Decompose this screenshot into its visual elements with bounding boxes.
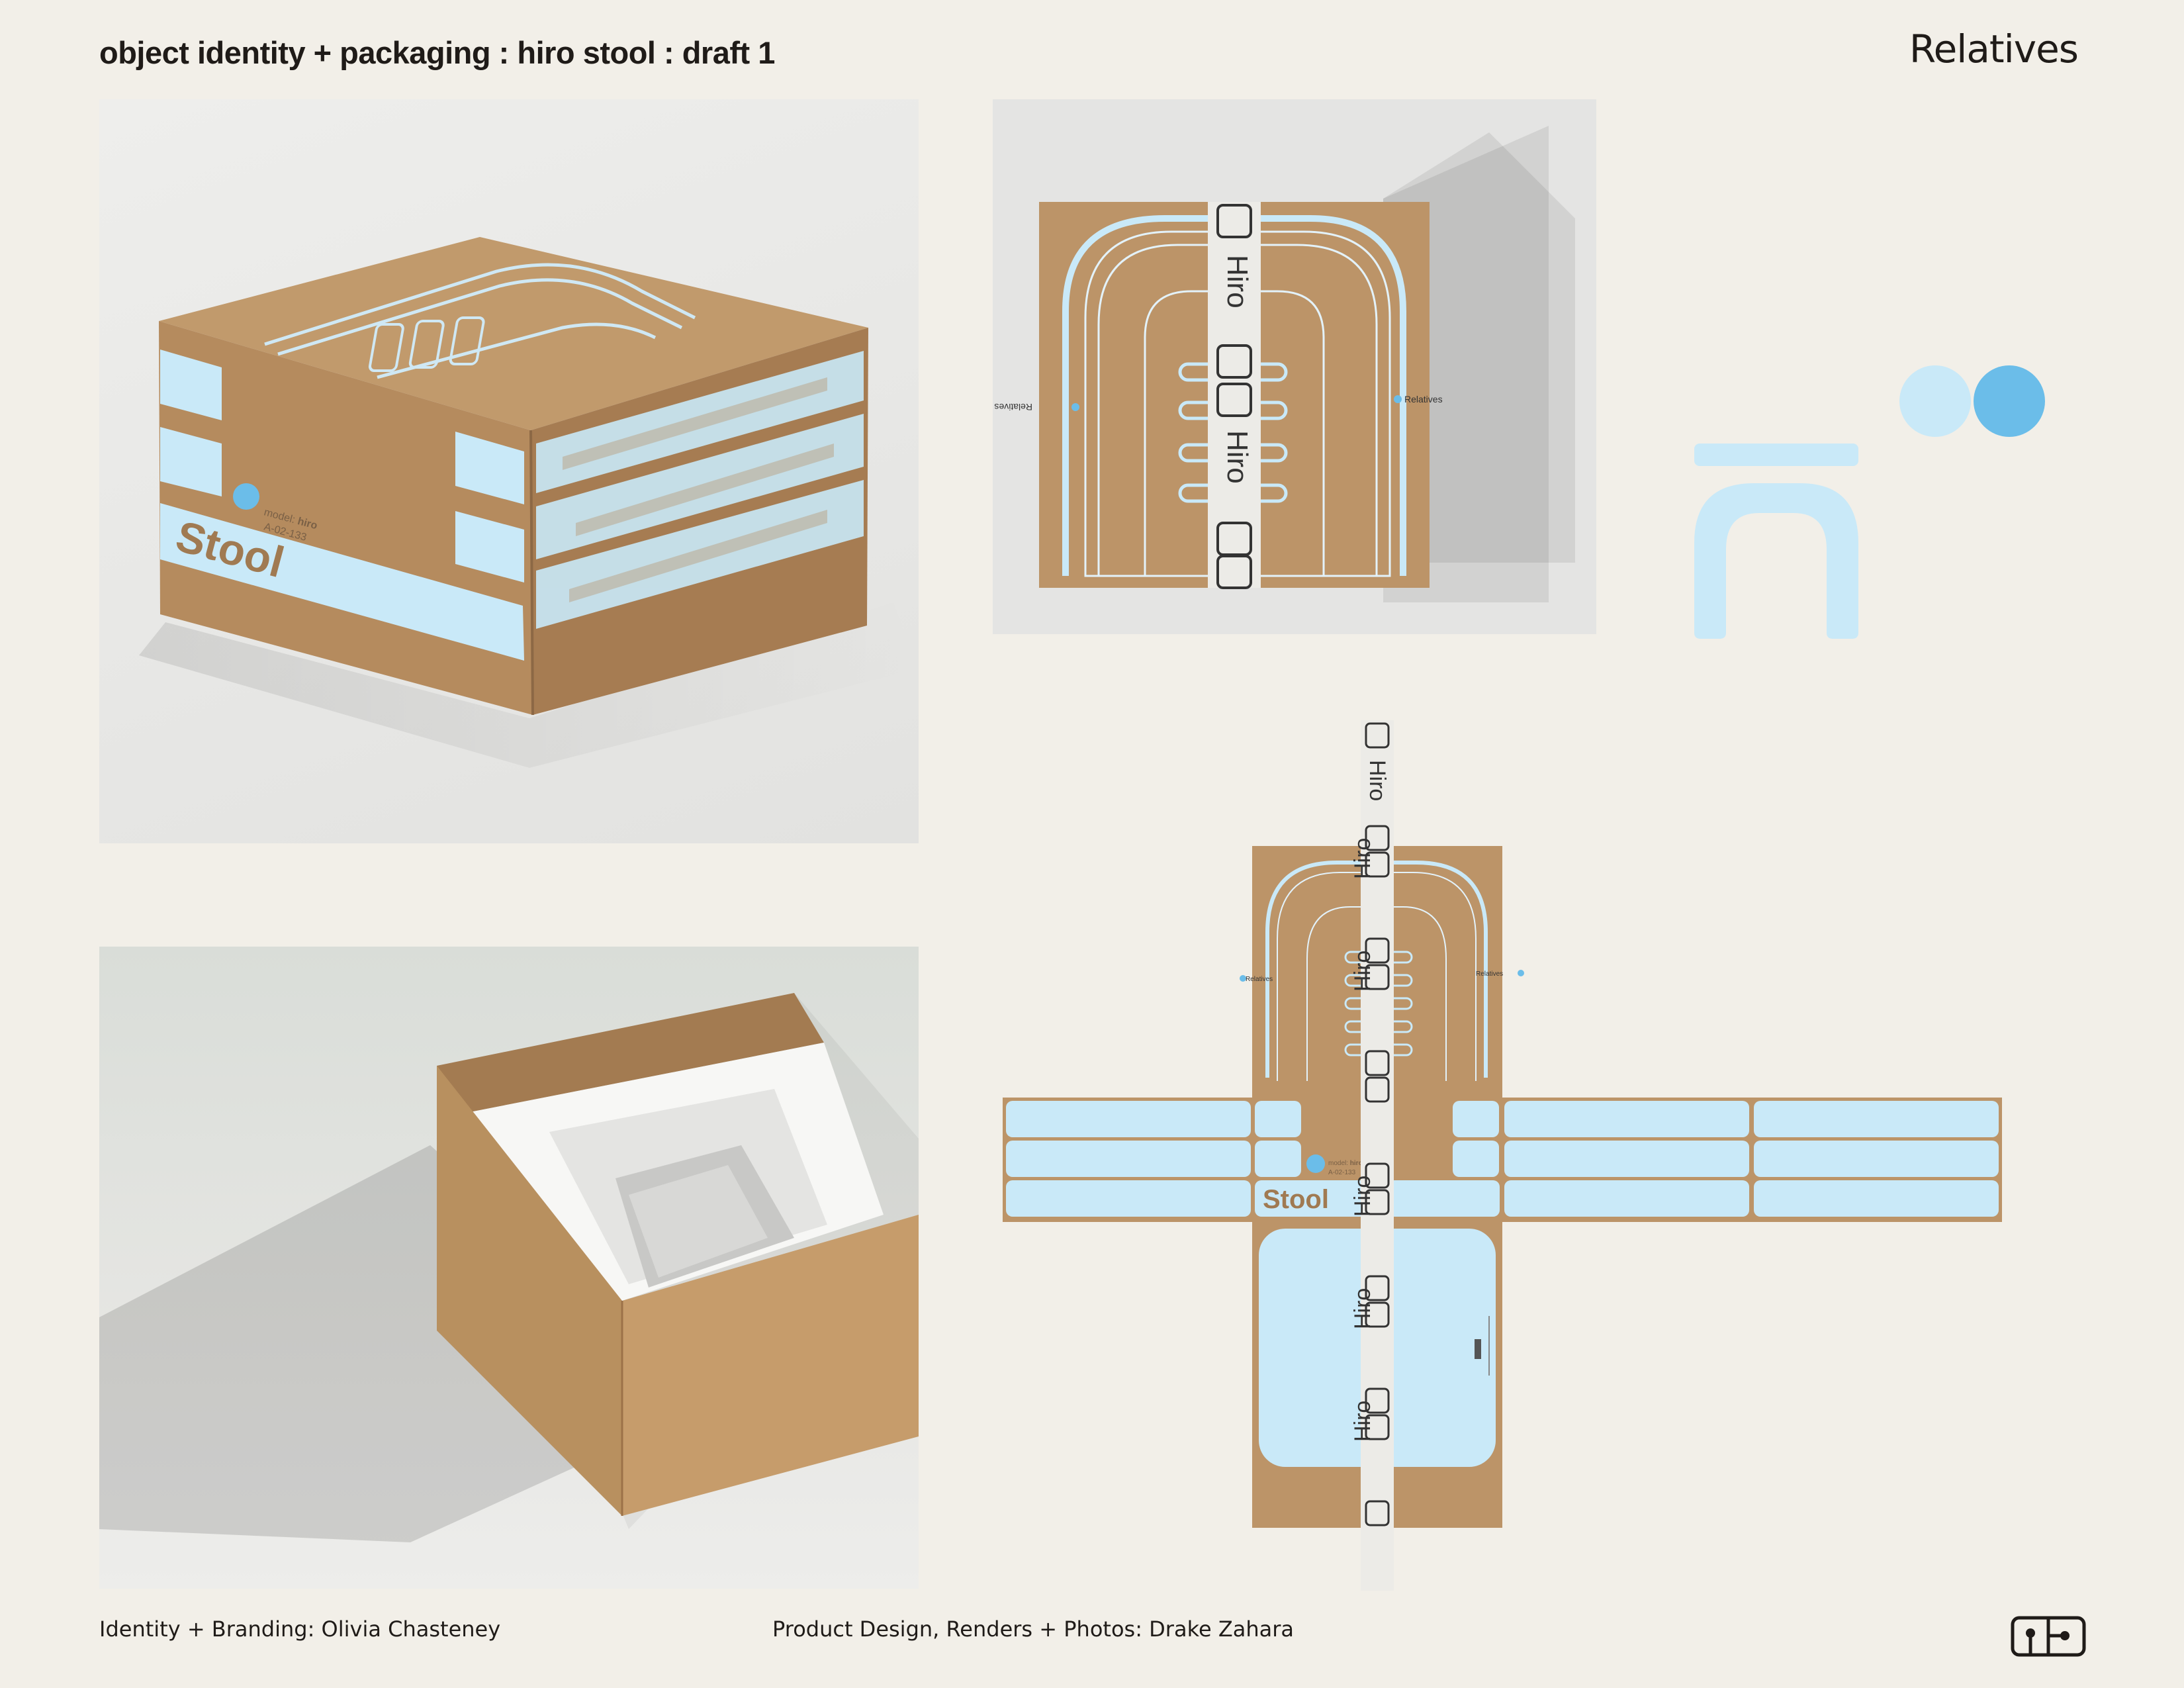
dieline-tape-word-4: Hiro — [1350, 1176, 1375, 1217]
stool-mark-icon — [1694, 444, 1858, 639]
credit-product: Product Design, Renders + Photos: Drake … — [772, 1617, 1294, 1642]
tape-word-mid: Hiro — [1221, 430, 1253, 484]
relatives-logo-icon — [2011, 1616, 2086, 1657]
side-label-left: Relatives — [994, 402, 1032, 412]
closed-box-render: model: hiro A-02-133 Stool — [99, 99, 919, 843]
dieline-tape-word-5: Hiro — [1350, 1288, 1375, 1329]
dieline-model-label: model: hiro — [1328, 1160, 1363, 1167]
dieline-product-name: Stool — [1263, 1185, 1329, 1214]
dieline-side-label-left: Relatives — [1246, 976, 1273, 983]
dieline-tape-word-6: Hiro — [1350, 1401, 1375, 1442]
identity-mark — [1681, 357, 2065, 649]
stool-mark-icon — [233, 483, 259, 510]
packaging-dieline: Relatives Relatives model: hiro A-02-133… — [999, 720, 2005, 1594]
tape-word-top: Hiro — [1221, 255, 1253, 308]
dieline-model-code: A-02-133 — [1328, 1169, 1356, 1176]
page-title: object identity + packaging : hiro stool… — [99, 35, 775, 70]
two-dots-icon — [1899, 365, 2045, 437]
dieline-tape-word-3: Hiro — [1350, 951, 1375, 992]
credit-identity: Identity + Branding: Olivia Chasteney — [99, 1617, 501, 1642]
box-top-view: Hiro Hiro Relatives Relatives — [993, 99, 1596, 634]
side-label-right: Relatives — [1404, 394, 1443, 404]
dieline-tape-word-2: Hiro — [1350, 838, 1375, 879]
dieline-side-label-right: Relatives — [1476, 970, 1503, 978]
open-box-render — [99, 947, 919, 1589]
brand-wordmark: Relatives — [1909, 26, 2079, 71]
dieline-tape-word-1: Hiro — [1365, 760, 1390, 801]
